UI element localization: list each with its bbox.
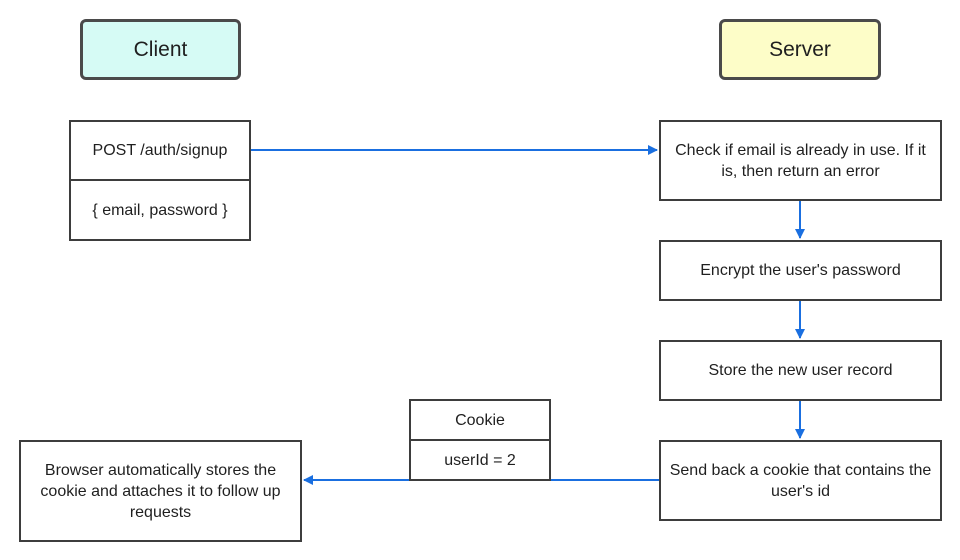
cookie-title-box: Cookie	[409, 399, 551, 441]
cookie-value-box: userId = 2	[409, 439, 551, 481]
server-step-store-record: Store the new user record	[659, 340, 942, 401]
server-step-label: Encrypt the user's password	[700, 262, 901, 279]
server-step-encrypt-password: Encrypt the user's password	[659, 240, 942, 301]
browser-note-box: Browser automatically stores the cookie …	[19, 440, 302, 542]
request-endpoint-box: POST /auth/signup	[69, 120, 251, 181]
browser-note-label: Browser automatically stores the cookie …	[40, 461, 281, 521]
server-step-send-cookie: Send back a cookie that contains the use…	[659, 440, 942, 521]
client-header-label: Client	[133, 38, 188, 61]
request-body-label: { email, password }	[92, 201, 228, 219]
request-body-box: { email, password }	[69, 179, 251, 241]
server-step-label: Store the new user record	[708, 362, 893, 379]
request-endpoint-label: POST /auth/signup	[92, 142, 228, 159]
cookie-value-label: userId = 2	[444, 451, 516, 469]
server-header-label: Server	[769, 38, 831, 61]
client-header: Client	[80, 19, 241, 80]
server-step-label: Check if email is already in use. If it …	[675, 141, 926, 180]
server-step-label: Send back a cookie that contains the use…	[669, 461, 932, 500]
cookie-title-label: Cookie	[455, 411, 505, 429]
server-header: Server	[719, 19, 881, 80]
server-step-check-email: Check if email is already in use. If it …	[659, 120, 942, 201]
